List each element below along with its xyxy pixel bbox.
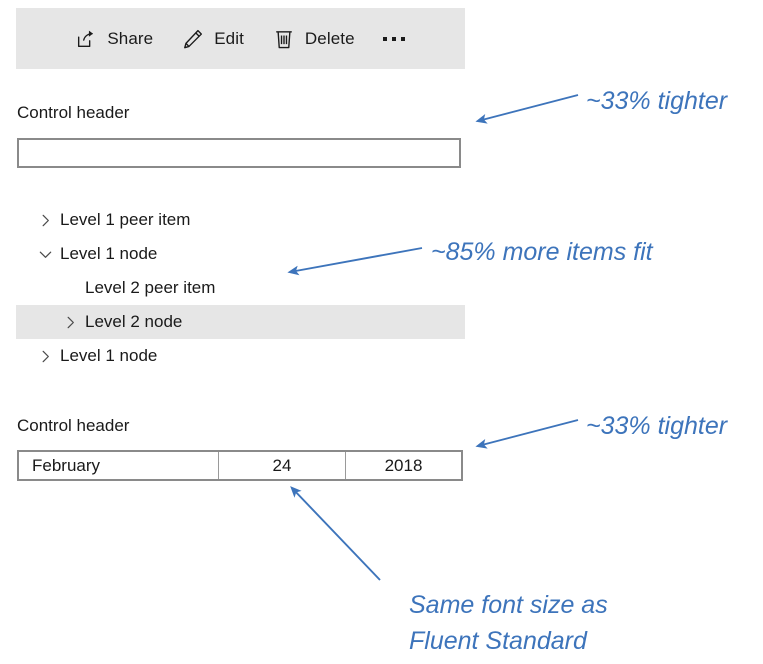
edit-button[interactable]: Edit	[167, 8, 258, 69]
chevron-right-icon[interactable]	[30, 203, 60, 237]
chevron-right-icon[interactable]	[30, 339, 60, 373]
annotation-fontsize-line-1: Same font size as	[409, 591, 608, 619]
chevron-down-icon[interactable]	[30, 237, 60, 271]
tree-item-level-2-peer-item[interactable]: Level 2 peer item	[16, 271, 465, 305]
tree-item-level-1-peer-item[interactable]: Level 1 peer item	[16, 203, 465, 237]
annotation-arrow-fontsize	[290, 486, 381, 581]
delete-button[interactable]: Delete	[258, 8, 369, 69]
tree-item-level-2-node-selected[interactable]: Level 2 node	[16, 305, 465, 339]
tree-item-label: Level 1 node	[60, 244, 158, 263]
annotation-arrow-datepicker	[475, 419, 579, 449]
tree-item-label: Level 2 peer item	[85, 278, 216, 297]
control-header-text-input[interactable]	[19, 140, 459, 166]
textbox-field-wrapper[interactable]	[17, 138, 461, 168]
tree-item-label: Level 1 node	[60, 346, 158, 365]
share-icon	[74, 27, 98, 51]
edit-button-label: Edit	[214, 28, 244, 48]
more-ellipsis-icon-dot-1	[382, 36, 387, 41]
edit-pencil-icon	[181, 27, 205, 51]
date-picker[interactable]: February 24 2018	[17, 450, 463, 481]
tree-item-level-1-node-expanded[interactable]: Level 1 node	[16, 237, 465, 271]
tree-item-level-1-node[interactable]: Level 1 node	[16, 339, 465, 373]
annotation-arrow-top	[475, 94, 579, 124]
command-bar: Share Edit Delete	[16, 8, 465, 69]
chevron-placeholder-icon	[55, 271, 85, 305]
delete-button-label: Delete	[304, 28, 355, 48]
share-button[interactable]: Share	[60, 8, 167, 69]
textbox-control-header: Control header	[17, 103, 130, 122]
share-button-label: Share	[107, 28, 154, 48]
date-picker-month-field[interactable]: February	[19, 452, 219, 479]
tree-item-label: Level 1 peer item	[60, 210, 191, 229]
tree-item-label: Level 2 node	[85, 312, 183, 331]
date-picker-year-field[interactable]: 2018	[384, 455, 423, 475]
delete-trash-icon	[272, 27, 296, 51]
annotation-middle-text: ~85% more items fit	[431, 238, 653, 266]
more-options-button[interactable]	[369, 8, 421, 69]
chevron-right-icon[interactable]	[55, 305, 85, 339]
annotation-top-text: ~33% tighter	[586, 87, 728, 115]
date-picker-day-field[interactable]: 24	[219, 452, 346, 479]
annotation-datepicker-text: ~33% tighter	[586, 412, 728, 440]
more-ellipsis-icon-dot-2	[391, 36, 396, 41]
more-ellipsis-icon-dot-3	[400, 36, 405, 41]
datepicker-control-header: Control header	[17, 416, 130, 435]
annotation-fontsize-line-2: Fluent Standard	[409, 627, 587, 655]
tree-view: Level 1 peer item Level 1 node Level 2 p…	[16, 203, 465, 373]
